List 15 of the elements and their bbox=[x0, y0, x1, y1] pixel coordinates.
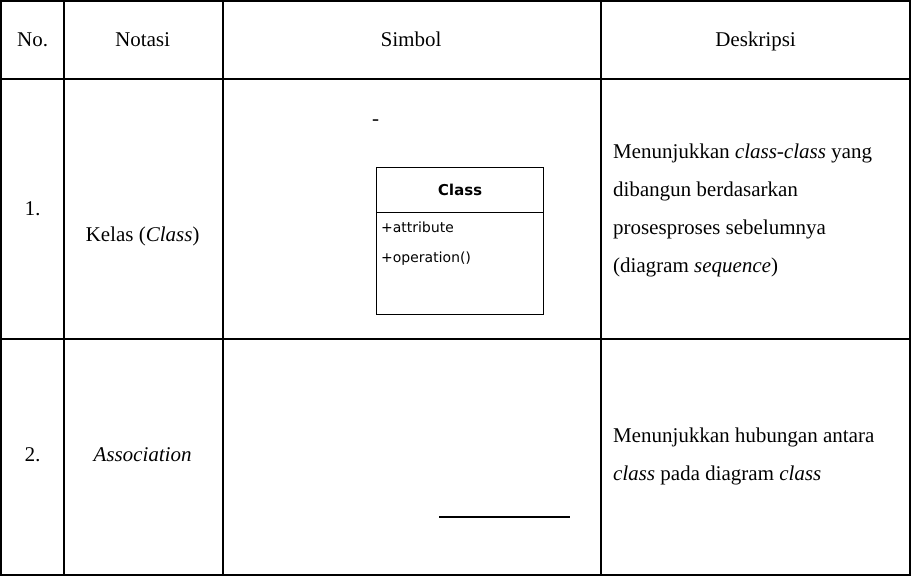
dash-mark: - bbox=[372, 105, 379, 132]
header-text: Deskripsi bbox=[715, 26, 796, 53]
notation-text: Kelas (Class) bbox=[86, 221, 200, 248]
header-text: Notasi bbox=[115, 26, 170, 53]
description-text: Menunjukkan class-class yang dibangun berdasarkan prosesproses sebelumnya (diagram sequence) bbox=[613, 138, 873, 279]
class-name: Class bbox=[438, 181, 482, 199]
row-number: 1. bbox=[24, 195, 40, 222]
description-text: Menunjukkan hubungan antara class pada diagram class bbox=[613, 422, 876, 487]
uml-class-box bbox=[376, 167, 544, 315]
operation-text: +operation() bbox=[381, 249, 471, 268]
row-number: 2. bbox=[24, 441, 40, 468]
header-text: No. bbox=[17, 26, 48, 53]
notation-text: Association bbox=[94, 441, 192, 468]
header-text: Simbol bbox=[380, 26, 442, 53]
attribute-text: +attribute bbox=[381, 219, 454, 238]
